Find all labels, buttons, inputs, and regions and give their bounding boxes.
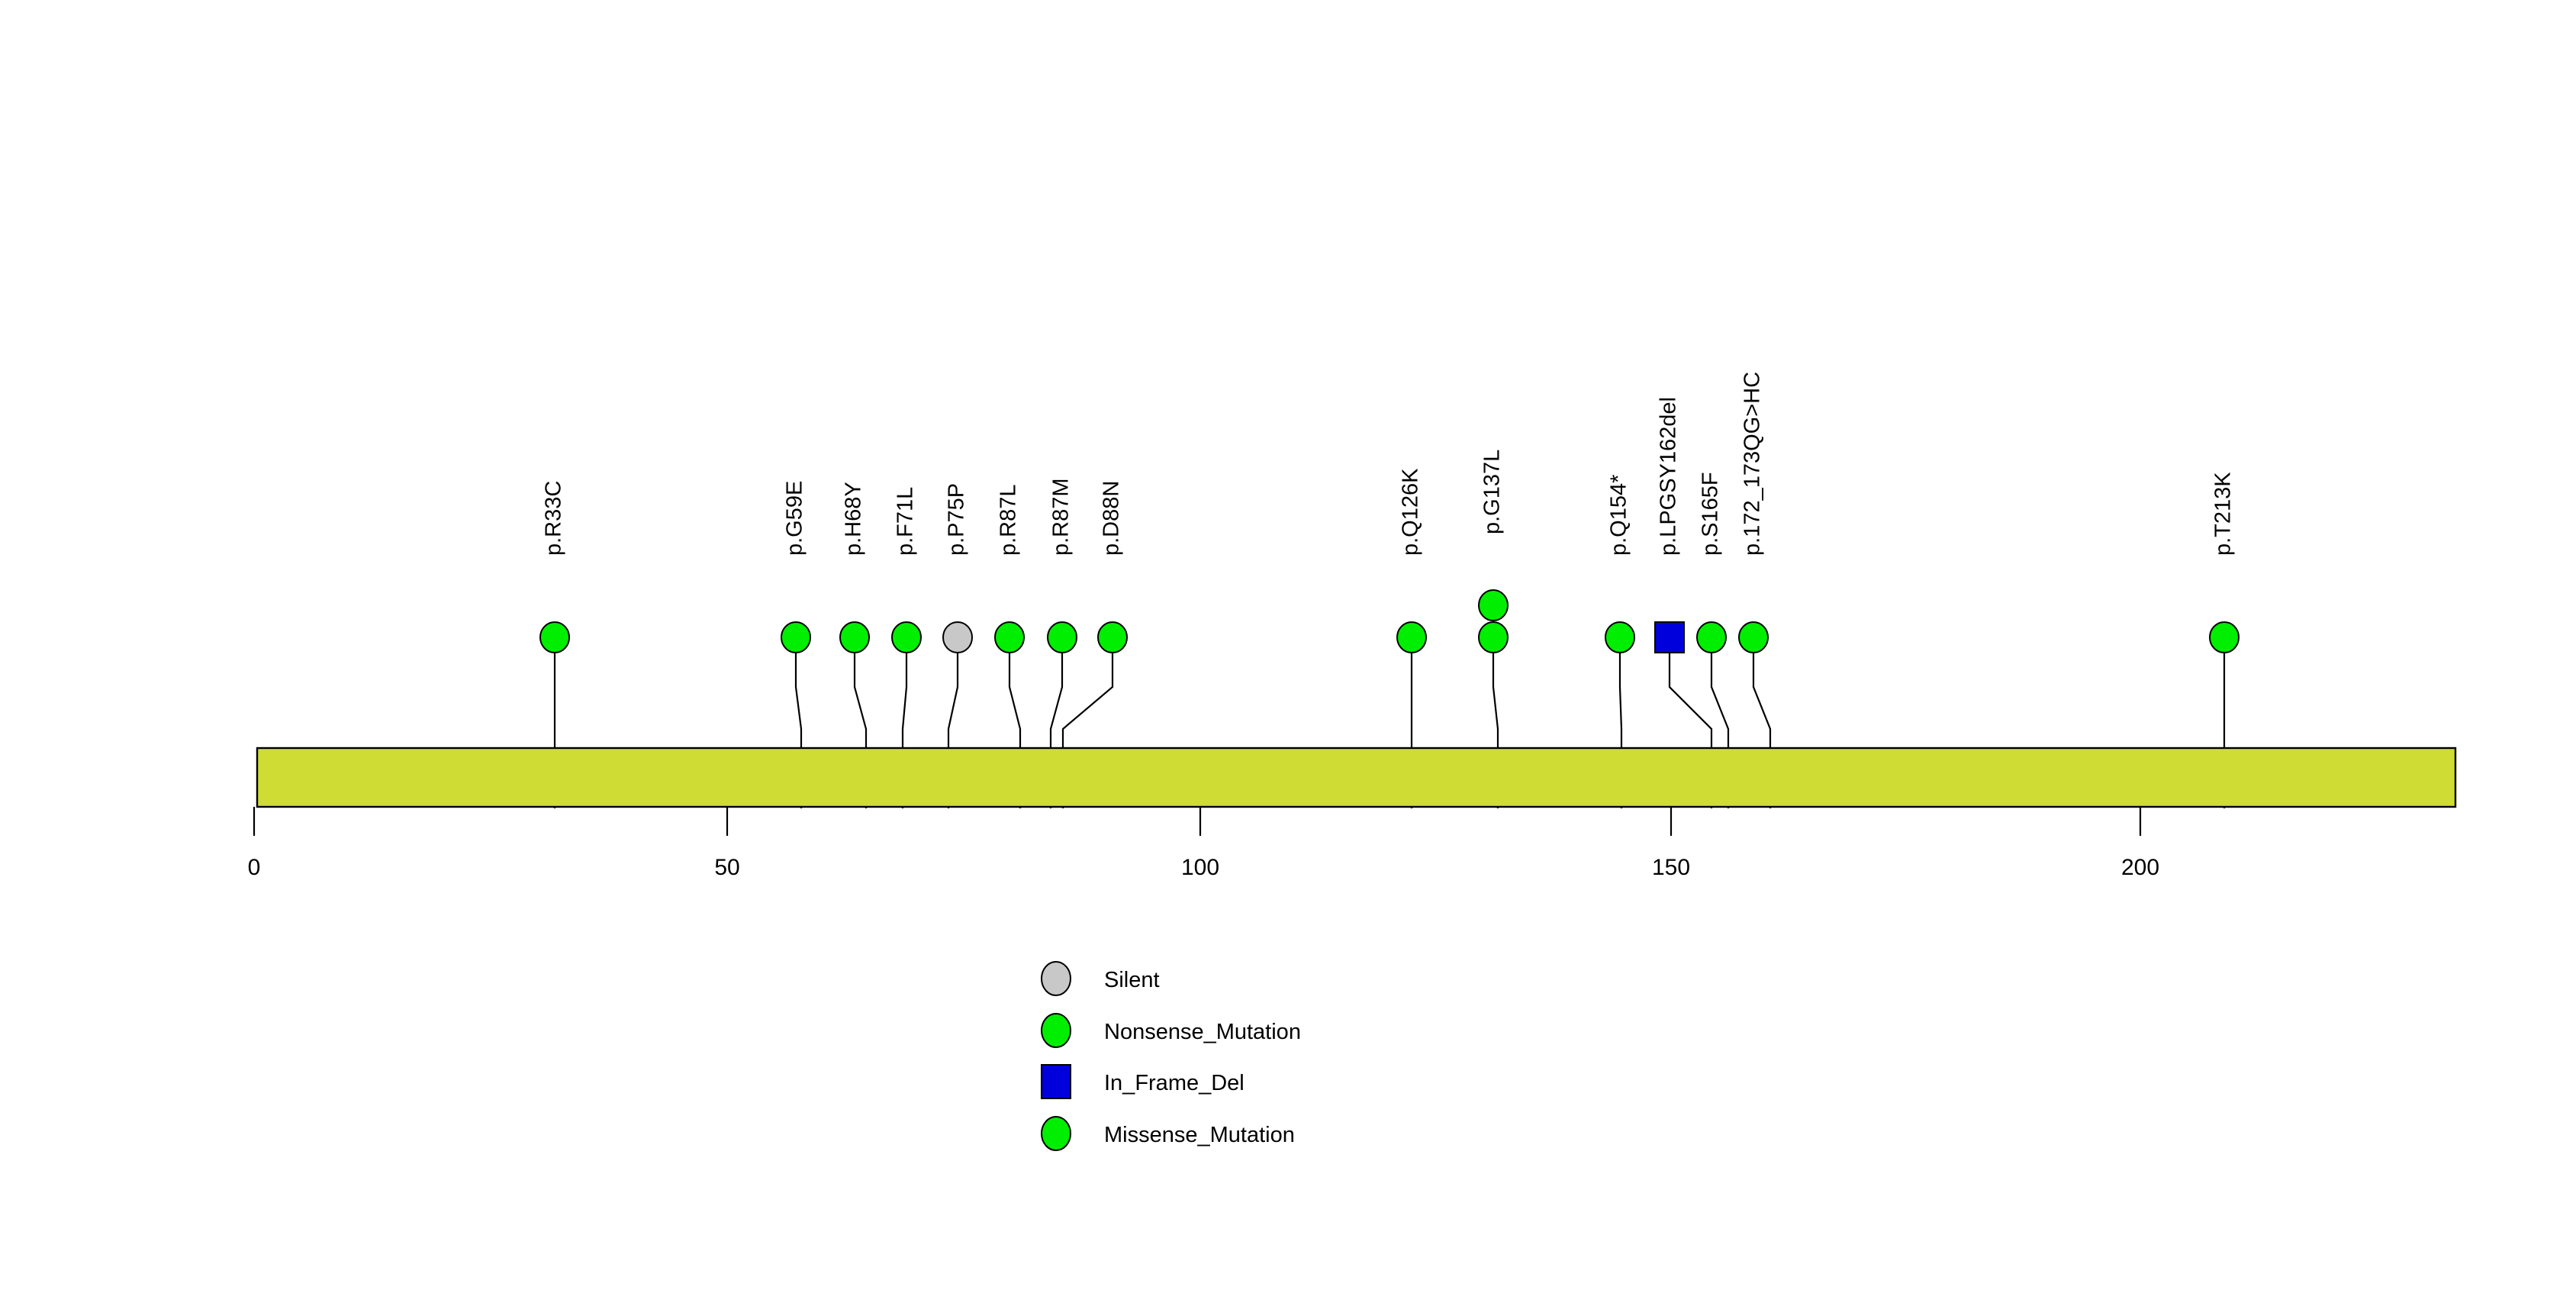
lollipop-markers-group [539, 589, 2240, 653]
lollipop-marker-pH68Y[interactable] [839, 621, 870, 653]
lollipop-marker-pS165F[interactable] [1696, 621, 1727, 653]
mutation-label-p172173QGHC: p.172_173QG>HC [1740, 372, 1765, 556]
lollipop-marker-pQ126K[interactable] [1396, 621, 1427, 653]
lollipop-marker-pLPGSY162del[interactable] [1654, 621, 1685, 653]
x-axis-group: 0 50 100 150 200 [248, 807, 2159, 880]
lollipop-marker-pF71L[interactable] [891, 621, 922, 653]
protein-domain-bar [256, 747, 2457, 808]
axis-tick-label-0: 0 [248, 855, 261, 880]
legend-label-missense_mutation: Missense_Mutation [1104, 1123, 1295, 1147]
mutation-label-pT213K: p.T213K [2211, 472, 2236, 556]
mutation-label-pR87M: p.R87M [1049, 478, 1074, 556]
legend-marker-missense_mutation[interactable] [1041, 1116, 1071, 1151]
mutation-label-pLPGSY162del: p.LPGSY162del [1657, 397, 1681, 556]
axis-tick-label-200: 200 [2121, 855, 2159, 880]
lollipop-marker-pG59E[interactable] [781, 621, 811, 653]
mutation-labels-group: p.R33C p.G59E p.H68Y p.F71L p.P75P p.R87L p.R8… [542, 372, 2236, 556]
legend-group: SilentNonsense_MutationIn_Frame_DelMisse… [1041, 961, 1301, 1151]
legend-marker-silent[interactable] [1041, 961, 1071, 996]
mutation-label-pG59E: p.G59E [783, 481, 807, 556]
mutation-label-pQ126K: p.Q126K [1399, 468, 1423, 556]
axis-tick-label-150: 150 [1652, 855, 1690, 880]
lollipop-marker-pR87L[interactable] [994, 621, 1025, 653]
lollipop-marker-pG137L[interactable] [1478, 621, 1509, 653]
axis-tick-label-50: 50 [714, 855, 739, 880]
mutation-label-pG137L: p.G137L [1480, 450, 1505, 534]
mutation-label-pR33C: p.R33C [542, 481, 566, 556]
lollipop-marker-pT213K[interactable] [2209, 621, 2240, 653]
protein-domain-track-group [256, 747, 2457, 808]
lollipop-marker-pG137L[interactable] [1478, 589, 1509, 621]
mutation-label-pQ154: p.Q154* [1607, 475, 1631, 556]
axis-tick-label-100: 100 [1181, 855, 1219, 880]
mutation-label-pF71L: p.F71L [894, 487, 918, 556]
lollipop-marker-pP75P[interactable] [942, 621, 973, 653]
mutation-label-pP75P: p.P75P [945, 483, 969, 556]
mutation-label-pH68Y: p.H68Y [842, 482, 866, 556]
legend-marker-nonsense_mutation[interactable] [1041, 1013, 1071, 1048]
mutation-label-pR87L: p.R87L [997, 484, 1021, 556]
legend-label-silent: Silent [1104, 968, 1160, 992]
mutation-label-pS165F: p.S165F [1699, 472, 1723, 556]
legend-marker-in_frame_del[interactable] [1041, 1064, 1071, 1099]
lollipop-marker-pR33C[interactable] [539, 621, 570, 653]
lollipop-marker-pR87M[interactable] [1047, 621, 1077, 653]
lollipop-marker-pQ154[interactable] [1605, 621, 1635, 653]
mutation-label-pD88N: p.D88N [1100, 481, 1124, 556]
legend-label-nonsense_mutation: Nonsense_Mutation [1104, 1020, 1301, 1044]
lollipop-marker-pD88N[interactable] [1097, 621, 1128, 653]
lollipop-marker-p172173QGHC[interactable] [1738, 621, 1769, 653]
legend-label-in_frame_del: In_Frame_Del [1104, 1071, 1245, 1095]
